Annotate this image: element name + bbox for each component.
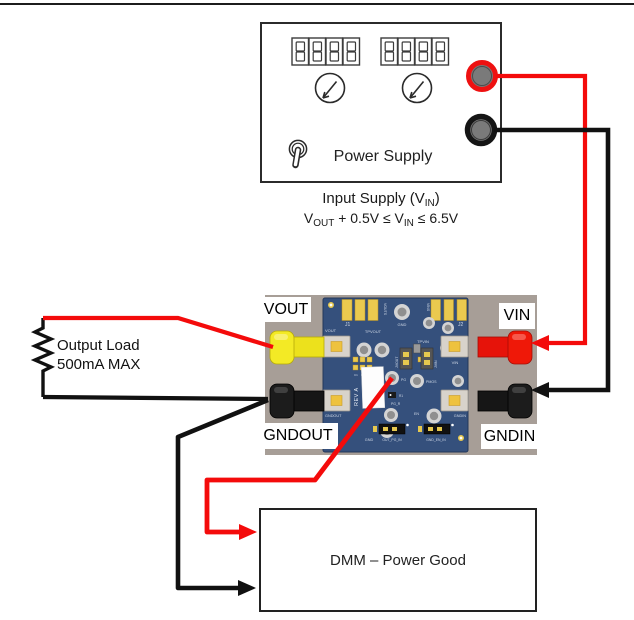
pg-lower-testpoint — [384, 408, 398, 422]
pg-silk: PG — [401, 378, 406, 382]
output-load-line1: Output Load — [57, 337, 140, 354]
gndout-banana-plug — [269, 383, 325, 419]
jvin-silk: JVIN — [434, 360, 438, 368]
vout-edge-pad — [322, 335, 351, 358]
vin-silk: VIN — [452, 360, 459, 365]
vin-edge-pad — [440, 335, 469, 358]
board-sticker — [361, 366, 385, 409]
vin-banana-plug — [477, 330, 533, 365]
gnd-en-in-jumper — [418, 423, 454, 435]
en-silk: EN — [414, 412, 419, 416]
positive-terminal — [466, 60, 498, 92]
vins-silk: VINS — [426, 303, 430, 312]
r1-silk: R1 — [399, 394, 403, 398]
vin-connector-label: VIN — [499, 303, 535, 329]
tpvout-testpoints — [356, 342, 390, 358]
input-supply-caption: Input Supply (VIN) VOUT + 0.5V ≤ VIN ≤ 6… — [250, 190, 512, 229]
power-switch-icon — [288, 139, 308, 169]
gndin-connector-label: GNDIN — [481, 424, 538, 449]
vout-silk: VOUT — [325, 328, 337, 333]
j1-silk: J1 — [345, 322, 351, 328]
negative-terminal — [464, 113, 498, 147]
gnd-bottom-silk: GND — [365, 438, 374, 442]
dmm-label: DMM – Power Good — [330, 551, 466, 569]
pg-r-silk: PG_R — [391, 402, 401, 406]
out-pg-in-silk: OUT_PG_IN — [382, 438, 402, 442]
pmos-testpoint — [410, 374, 464, 388]
arrowhead-red-into-dmm — [239, 524, 257, 540]
rev-silk: REV A — [354, 387, 360, 406]
gnd-en-in-silk: GND_EN_IN — [426, 438, 446, 442]
j1-connector-pads — [341, 299, 379, 321]
r1-resistor — [388, 392, 396, 398]
vouts-silk: VOUTS — [383, 303, 387, 316]
wire-load-to-gndout — [42, 394, 269, 402]
jvin-header — [420, 347, 434, 370]
c1-silk: C1 — [354, 373, 358, 377]
wire-gndout-to-dmm — [175, 397, 269, 596]
j2-silk: J2 — [458, 322, 464, 328]
output-load-label: Output Load 500mA MAX — [57, 336, 177, 374]
gndin-silk: GNDIN — [454, 414, 466, 418]
pmos-silk: PMOS — [426, 380, 437, 384]
page-top-rule — [0, 3, 634, 5]
j2-connector-pads — [430, 299, 467, 321]
current-knob-icon — [401, 72, 433, 104]
load-resistor-symbol — [30, 318, 56, 397]
tpvout-silk: TPVOUT — [365, 329, 382, 334]
input-supply-title: Input Supply (VIN) — [322, 190, 440, 209]
dmm-box: DMM – Power Good — [259, 508, 537, 612]
vout-banana-plug — [269, 330, 325, 365]
gndin-banana-plug — [477, 383, 533, 419]
arrowhead-black-into-dmm — [238, 580, 256, 596]
power-supply-box: Power Supply — [260, 22, 502, 183]
gndin-edge-pad — [440, 389, 469, 412]
output-load-line2: 500mA MAX — [57, 356, 141, 373]
gnd-top-silk: GND — [398, 322, 407, 327]
gndout-edge-pad — [322, 389, 351, 412]
power-supply-label: Power Supply — [333, 148, 433, 165]
regulator-ic — [413, 343, 421, 354]
gndout-connector-label: GNDOUT — [258, 423, 338, 449]
gnd-top-testpoint — [394, 304, 410, 320]
tpvin-silk: TPVIN — [417, 339, 429, 344]
pg-testpoint — [385, 371, 399, 385]
jvout-header — [399, 347, 413, 370]
seven-segment-display-right — [380, 37, 450, 66]
input-supply-constraint: VOUT + 0.5V ≤ VIN ≤ 6.5V — [303, 210, 459, 229]
gndout-silk: GNDOUT — [325, 414, 342, 418]
seven-segment-display-left — [291, 37, 361, 66]
jvout-silk: JVOUT — [395, 356, 399, 368]
vout-connector-label: VOUT — [261, 297, 311, 322]
power-supply-graphics — [288, 37, 498, 169]
en-testpoint — [426, 408, 442, 424]
voltage-knob-icon — [314, 72, 346, 104]
